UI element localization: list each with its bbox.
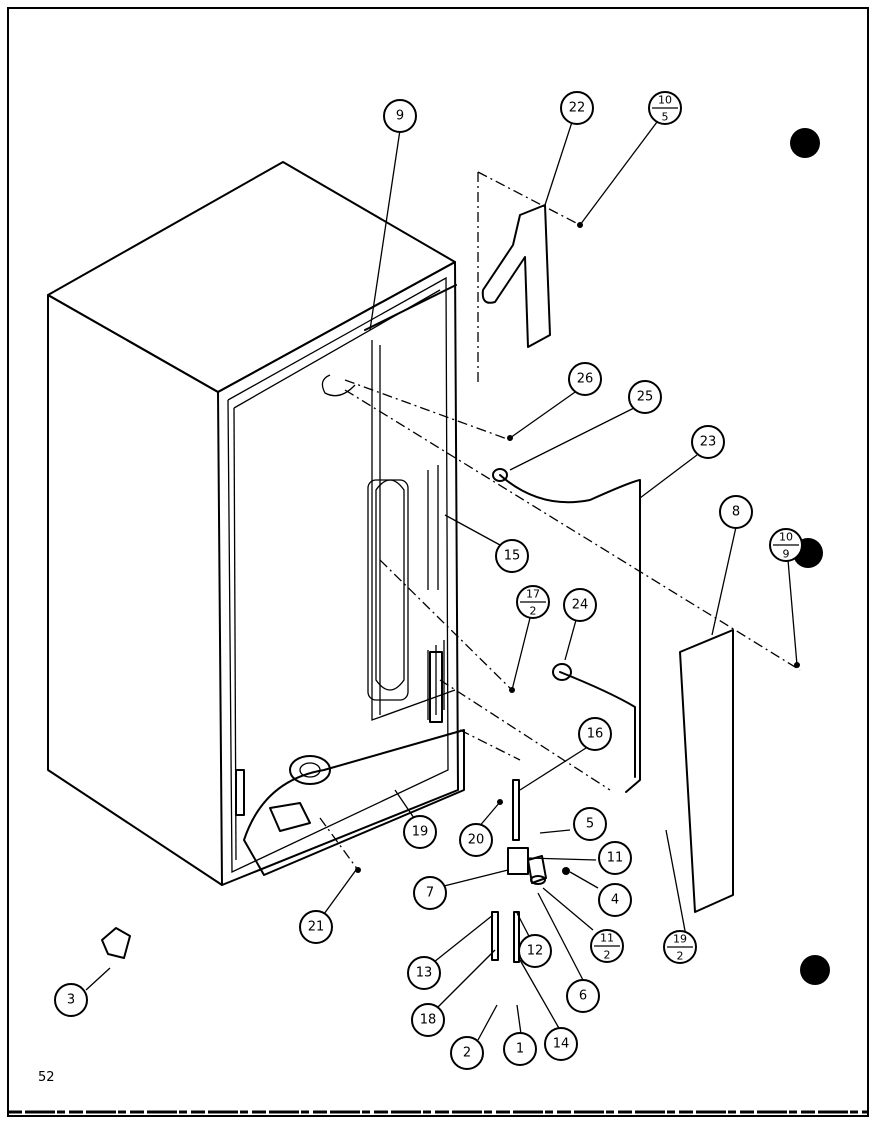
part-23-tube [499,474,641,793]
fraction-top: 11 [600,932,614,945]
callout-21: 21 [299,910,333,944]
callout-10-5: 10 5 [648,91,682,125]
part-24-fitting [552,663,572,681]
callout-label: 3 [67,993,75,1008]
callout-9: 9 [383,99,417,133]
callout-24: 24 [563,588,597,622]
callout-label: 21 [308,920,325,935]
fraction-top: 10 [658,94,672,107]
callout-6: 6 [566,979,600,1013]
callout-label: 4 [611,893,619,908]
callout-17-2: 17 2 [516,585,550,619]
callout-label: 5 [586,817,594,832]
callout-label: 1 [516,1042,524,1057]
callout-10-9: 10 9 [769,528,803,562]
fraction-top: 10 [779,531,793,544]
callout-label: 25 [637,390,654,405]
page-border [7,7,869,1117]
callout-3: 3 [54,983,88,1017]
callout-label: 23 [700,435,717,450]
callout-15: 15 [495,539,529,573]
callout-7: 7 [413,876,447,910]
fraction-top: 17 [526,588,540,601]
callout-label: 19 [412,825,429,840]
callout-label: 13 [416,966,433,981]
part-24-tube [559,671,636,778]
callout-23: 23 [691,425,725,459]
callout-18: 18 [411,1003,445,1037]
page-number: 52 [38,1070,55,1085]
callout-label: 18 [420,1013,437,1028]
callout-1: 1 [503,1032,537,1066]
callout-label: 6 [579,989,587,1004]
callout-25: 25 [628,380,662,414]
fraction-bottom: 2 [604,949,611,962]
callout-14: 14 [544,1027,578,1061]
binder-hole [800,955,830,985]
callout-label: 16 [587,727,604,742]
callout-13: 13 [407,956,441,990]
part-25-fitting [492,468,508,482]
callout-8: 8 [719,495,753,529]
callout-19: 19 [403,815,437,849]
callout-4: 4 [598,883,632,917]
callout-11-2: 11 2 [590,929,624,963]
part-8-panel [679,629,734,913]
callout-26: 26 [568,362,602,396]
callout-label: 22 [569,101,586,116]
callout-label: 2 [463,1046,471,1061]
fraction-bottom: 9 [783,548,790,561]
fraction-bottom: 5 [662,111,669,124]
callout-label: 9 [396,109,404,124]
callout-label: 26 [577,372,594,387]
callout-label: 20 [468,833,485,848]
callout-label: 24 [572,598,589,613]
binder-hole [790,128,820,158]
cabinet [47,161,465,886]
fraction-bottom: 2 [677,950,684,963]
callout-label: 8 [732,505,740,520]
callout-16: 16 [578,717,612,751]
leader-lines [85,117,801,1041]
valve-assembly [355,222,800,963]
callout-2: 2 [450,1036,484,1070]
fraction-bottom: 2 [530,605,537,618]
callout-label: 14 [553,1037,570,1052]
part-22-bracket [481,204,551,348]
fraction-top: 19 [673,933,687,946]
callout-20: 20 [459,823,493,857]
callout-label: 7 [426,886,434,901]
callout-12: 12 [518,934,552,968]
callout-label: 12 [527,944,544,959]
part-3-clamp [101,927,131,959]
callout-label: 11 [607,851,624,866]
callout-11: 11 [598,841,632,875]
callout-22: 22 [560,91,594,125]
callout-label: 15 [504,549,521,564]
callout-19-2: 19 2 [663,930,697,964]
callout-5: 5 [573,807,607,841]
